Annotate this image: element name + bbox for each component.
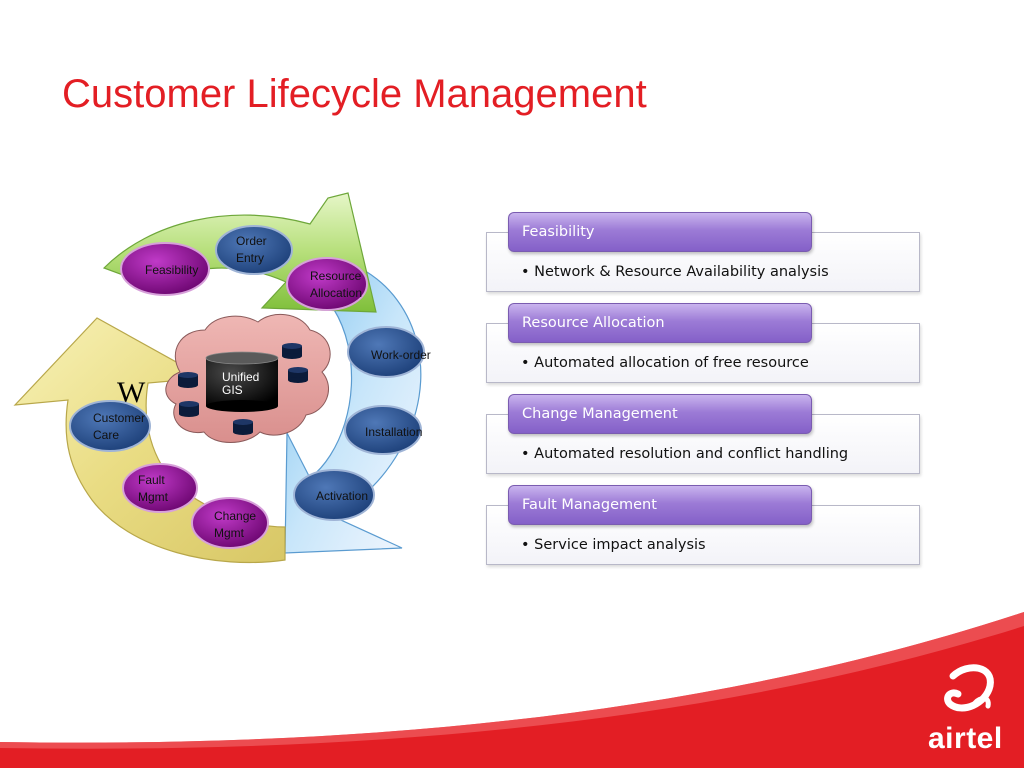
card-text: • Service impact analysis	[521, 537, 706, 553]
node-work-order[interactable]: Work-order	[347, 326, 431, 378]
brand-swoosh	[0, 612, 1024, 768]
gis-label-line1: Unified	[222, 370, 259, 384]
node-label: Fault	[138, 473, 165, 487]
card-resource-allocation: • Automated allocation of free resource …	[486, 303, 920, 383]
card-header: Fault Management	[508, 485, 812, 525]
card-change-management: • Automated resolution and conflict hand…	[486, 394, 920, 474]
card-header: Resource Allocation	[508, 303, 812, 343]
node-label: Work-order	[371, 348, 431, 362]
node-label: Activation	[316, 489, 368, 503]
node-label: Entry	[236, 251, 264, 265]
unified-gis-database-icon	[205, 351, 279, 412]
node-customer-care[interactable]: Customer Care	[69, 400, 151, 452]
card-text: • Automated resolution and conflict hand…	[521, 446, 849, 462]
node-label: Mgmt	[214, 526, 245, 540]
node-fault-mgmt[interactable]: Fault Mgmt	[122, 463, 198, 513]
gis-label-line2: GIS	[222, 383, 243, 397]
card-text: • Automated allocation of free resource	[521, 355, 809, 371]
node-label: Installation	[365, 425, 422, 439]
card-heading: Change Management	[522, 406, 678, 422]
node-change-mgmt[interactable]: Change Mgmt	[191, 497, 269, 549]
card-text: • Network & Resource Availability analys…	[521, 264, 829, 280]
card-heading: Fault Management	[522, 497, 657, 513]
node-label: Care	[93, 428, 119, 442]
airtel-logo-icon	[944, 664, 994, 712]
node-installation[interactable]: Installation	[344, 405, 422, 455]
small-database-icons	[178, 343, 308, 435]
node-label: Mgmt	[138, 490, 169, 504]
card-fault-management: • Service impact analysis Fault Manageme…	[486, 485, 920, 565]
node-resource-allocation[interactable]: Resource Allocation	[286, 257, 368, 311]
card-feasibility: • Network & Resource Availability analys…	[486, 212, 920, 292]
node-label: Change	[214, 509, 256, 523]
node-label: Customer	[93, 411, 145, 425]
airtel-logo-text: airtel	[928, 722, 1003, 755]
card-header: Change Management	[508, 394, 812, 434]
node-label: Feasibility	[145, 263, 198, 277]
card-heading: Resource Allocation	[522, 315, 665, 331]
node-activation[interactable]: Activation	[293, 469, 375, 521]
node-feasibility[interactable]: Feasibility	[120, 242, 210, 296]
node-label: Order	[236, 234, 267, 248]
node-label: Resource	[310, 269, 362, 283]
node-order-entry[interactable]: Order Entry	[215, 225, 293, 275]
card-heading: Feasibility	[522, 224, 595, 240]
brand-swoosh-highlight	[0, 612, 1024, 749]
node-label: Allocation	[310, 286, 362, 300]
card-header: Feasibility	[508, 212, 812, 252]
page-title: Customer Lifecycle Management	[62, 72, 647, 116]
